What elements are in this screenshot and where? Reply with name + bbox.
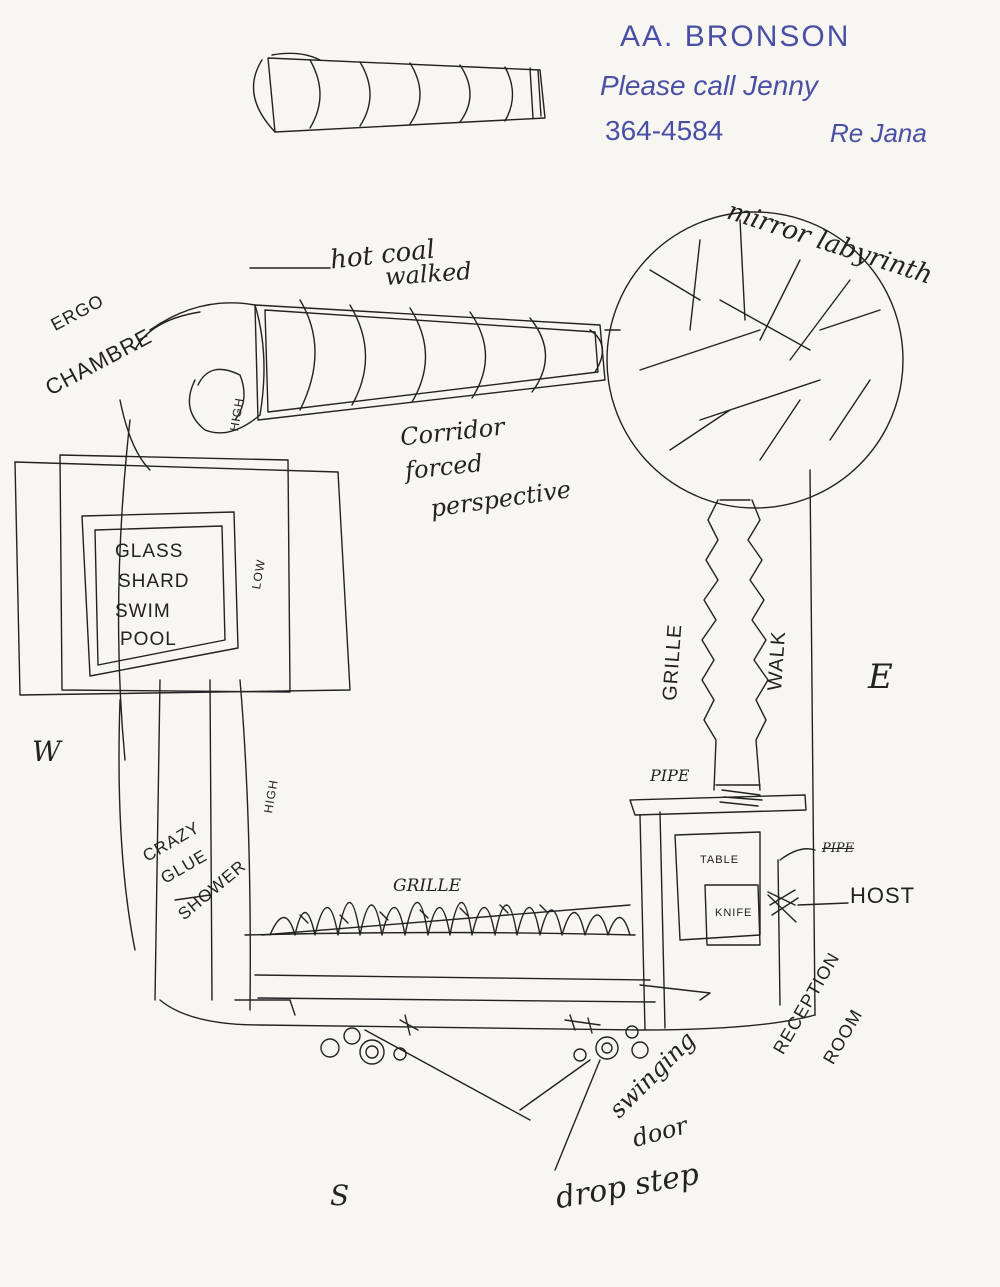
label-walk: WALK [764,630,791,692]
glass-shard-pool [14,454,351,696]
note-re: Re Jana [830,118,927,148]
label-pipe-crossed: PIPE [822,841,855,856]
label-pipe: PIPE [650,766,690,785]
label-walked: walked [384,257,473,291]
hot-coal-corridor [249,267,606,421]
top-tube-sketch [252,52,546,133]
label-grille-vertical: GRILLE [659,622,687,702]
label-shard: SHARD [118,571,190,592]
label-knife: KNIFE [715,907,753,919]
label-host: HOST [850,883,916,908]
label-glass: GLASS [115,541,184,562]
bottom-grille [261,901,631,936]
note-line1: Please call Jenny [600,70,818,101]
reception-room [674,831,849,1006]
grille-walk [701,469,816,1016]
compass-east: E [868,657,893,697]
swinging-doors [320,1014,649,1171]
crazy-glue-shower [117,419,251,1011]
label-table: TABLE [700,854,740,866]
compass-west: W [32,735,61,768]
note-phone: 364-4584 [605,115,724,146]
label-pool: POOL [120,629,177,650]
label-swim: SWIM [115,601,171,622]
compass-south: S [330,1179,350,1212]
note-name: AA. BRONSON [620,20,851,53]
label-grille-bottom: GRILLE [393,876,462,896]
